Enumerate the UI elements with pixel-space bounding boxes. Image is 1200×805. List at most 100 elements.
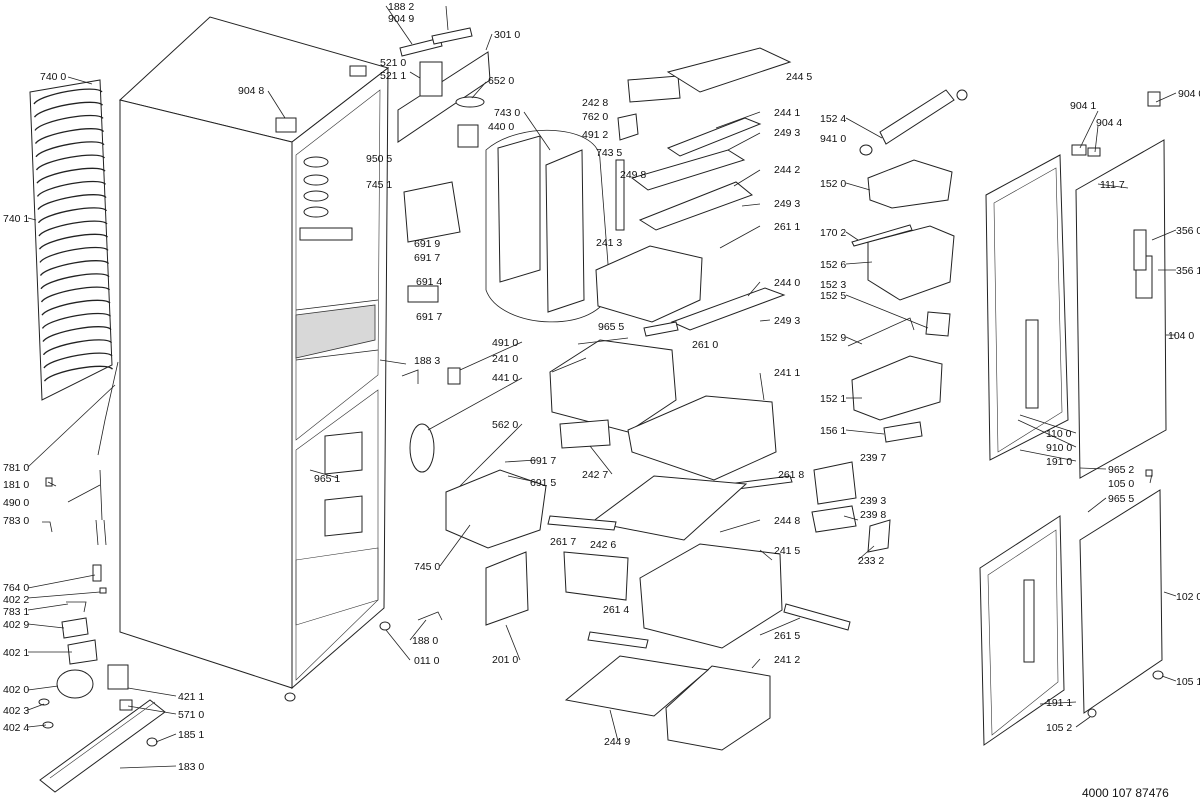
callout-691-4: 691 4 — [416, 276, 442, 288]
coil-loop — [34, 114, 104, 131]
callout-239-8: 239 8 — [860, 509, 886, 521]
callout-950-5: 950 5 — [366, 153, 392, 165]
coil-loop — [37, 207, 108, 224]
callout-233-2: 233 2 — [858, 555, 884, 567]
callout-491-2: 491 2 — [582, 129, 608, 141]
callout-356-1: 356 1 — [1176, 265, 1200, 277]
door-bins — [811, 89, 968, 553]
callout-239-7: 239 7 — [860, 452, 886, 464]
callout-249-3a: 249 3 — [774, 127, 800, 139]
callout-241-3: 241 3 — [596, 237, 622, 249]
callout-652-0: 652 0 — [488, 75, 514, 87]
coil-loop — [41, 299, 111, 316]
callout-740-0: 740 0 — [40, 71, 66, 83]
callout-105-1: 105 1 — [1176, 676, 1200, 688]
callout-301-0: 301 0 — [494, 29, 520, 41]
coil-loop — [33, 101, 104, 118]
doors — [979, 91, 1167, 746]
coil-loop — [35, 141, 105, 158]
callout-904-4: 904 4 — [1096, 117, 1122, 129]
callout-691-7b: 691 7 — [416, 311, 442, 323]
compressor-assembly — [38, 361, 166, 793]
callout-562-0: 562 0 — [492, 419, 518, 431]
callout-249-3c: 249 3 — [774, 315, 800, 327]
callout-181-0: 181 0 — [3, 479, 29, 491]
callout-152-0: 152 0 — [820, 178, 846, 190]
callout-402-3: 402 3 — [3, 705, 29, 717]
callout-941-0: 941 0 — [820, 133, 846, 145]
coil-loop — [39, 260, 110, 277]
callout-402-1: 402 1 — [3, 647, 29, 659]
callout-910-0: 910 0 — [1046, 442, 1072, 454]
coil-loop — [41, 312, 112, 329]
callout-904-9: 904 9 — [388, 13, 414, 25]
callout-249-3b: 249 3 — [774, 198, 800, 210]
coil-loop — [39, 246, 109, 263]
callout-152-5: 152 5 — [820, 290, 846, 302]
callout-740-1: 740 1 — [3, 213, 29, 225]
callout-249-8: 249 8 — [620, 169, 646, 181]
callout-labels: 740 0 740 1 781 0 181 0 490 0 783 0 764 … — [3, 1, 1200, 773]
callout-241-1: 241 1 — [774, 367, 800, 379]
callout-521-1: 521 1 — [380, 70, 406, 82]
callout-965-5b: 965 5 — [1108, 493, 1134, 505]
callout-402-4: 402 4 — [3, 722, 29, 734]
callout-781-0: 781 0 — [3, 462, 29, 474]
callout-241-5: 241 5 — [774, 545, 800, 557]
callout-743-5: 743 5 — [596, 147, 622, 159]
coil-loop — [35, 154, 106, 171]
callout-491-0: 491 0 — [492, 337, 518, 349]
callout-261-4: 261 4 — [603, 604, 629, 616]
callout-490-0: 490 0 — [3, 497, 29, 509]
callout-152-6: 152 6 — [820, 259, 846, 271]
evaporator-and-duct-parts — [397, 27, 625, 626]
coil-loop — [36, 180, 107, 197]
callout-521-0: 521 0 — [380, 57, 406, 69]
callout-402-0: 402 0 — [3, 684, 29, 696]
callout-242-7: 242 7 — [582, 469, 608, 481]
callout-783-1: 783 1 — [3, 606, 29, 618]
callout-105-2: 105 2 — [1046, 722, 1072, 734]
callout-011-0: 011 0 — [414, 655, 440, 667]
callout-783-0: 783 0 — [3, 515, 29, 527]
callout-241-2: 241 2 — [774, 654, 800, 666]
callout-183-0: 183 0 — [178, 761, 204, 773]
condenser-coil — [29, 79, 114, 401]
callout-261-1: 261 1 — [774, 221, 800, 233]
shelves-and-drawers — [547, 47, 851, 751]
callout-105-0: 105 0 — [1108, 478, 1134, 490]
coil-loop — [40, 286, 111, 303]
callout-904-8: 904 8 — [238, 85, 264, 97]
callout-904-0: 904 0 — [1178, 88, 1200, 100]
callout-571-0: 571 0 — [178, 709, 204, 721]
callout-691-9: 691 9 — [414, 238, 440, 250]
callout-191-0: 191 0 — [1046, 456, 1072, 468]
callout-244-0: 244 0 — [774, 277, 800, 289]
coil-loop — [42, 339, 113, 356]
callout-110-0: 110 0 — [1046, 428, 1072, 440]
callout-745-1: 745 1 — [366, 179, 392, 191]
callout-764-0: 764 0 — [3, 582, 29, 594]
callout-441-0: 441 0 — [492, 372, 518, 384]
callout-261-7: 261 7 — [550, 536, 576, 548]
callout-170-2: 170 2 — [820, 227, 846, 239]
coil-loop — [33, 88, 103, 105]
callout-156-1: 156 1 — [820, 425, 846, 437]
coil-loop — [37, 194, 107, 211]
callout-188-2: 188 2 — [388, 1, 414, 13]
coil-loop — [40, 273, 110, 290]
coil-loop — [38, 220, 108, 237]
callout-904-1: 904 1 — [1070, 100, 1096, 112]
coil-loop — [43, 365, 114, 382]
callout-244-8: 244 8 — [774, 515, 800, 527]
callout-152-1: 152 1 — [820, 393, 846, 405]
callout-244-1: 244 1 — [774, 107, 800, 119]
callout-102-0: 102 0 — [1176, 591, 1200, 603]
callout-191-1: 191 1 — [1046, 697, 1072, 709]
callout-261-0: 261 0 — [692, 339, 718, 351]
callout-965-2: 965 2 — [1108, 464, 1134, 476]
coil-loop — [42, 326, 112, 343]
callout-762-0: 762 0 — [582, 111, 608, 123]
cabinet — [118, 16, 391, 702]
